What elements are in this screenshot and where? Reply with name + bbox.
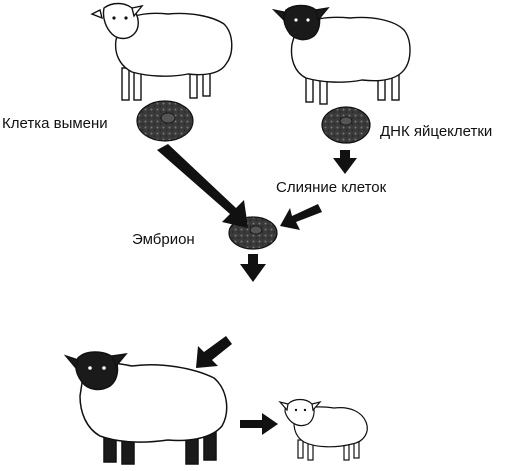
arrow-udder-to-embryo: [157, 144, 248, 228]
label-udder-cell: Клетка вымени: [2, 115, 108, 132]
sheep-body: [79, 362, 228, 443]
arrow-egg-down: [333, 150, 357, 174]
egg-cell-nucleus: [339, 116, 353, 126]
sheep-ear: [278, 400, 289, 412]
sheep-ear: [315, 6, 330, 22]
sheep-body: [114, 12, 233, 77]
embryo-cell-nucleus: [249, 225, 263, 235]
sheep-head: [102, 2, 139, 40]
sheep-ear: [90, 8, 104, 20]
sheep-body: [290, 16, 411, 83]
sheep-legs: [297, 437, 360, 461]
label-egg-dna: ДНК яйцеклетки: [380, 123, 493, 140]
sheep-ear: [110, 352, 128, 368]
surrogate-sheep: [63, 351, 228, 465]
arrow-embryo-down: [240, 254, 266, 282]
arrow-into-surrogate: [196, 336, 232, 368]
sheep-ear: [311, 400, 322, 412]
sheep-head: [75, 351, 119, 391]
sheep-head: [284, 398, 315, 427]
udder-cell-nucleus: [160, 112, 176, 124]
white-faced-sheep: [90, 2, 233, 101]
arrow-to-lamb: [240, 413, 278, 435]
black-faced-sheep: [271, 4, 411, 105]
label-cell-fusion: Слияние клеток: [276, 179, 387, 196]
sheep-head: [283, 4, 321, 41]
cloned-lamb: [278, 398, 368, 461]
sheep-ear: [271, 8, 285, 22]
sheep-ear: [131, 4, 144, 18]
label-embryo: Эмбрион: [132, 231, 195, 248]
sheep-ear: [63, 354, 79, 370]
arrow-fusion-to-embryo: [280, 204, 322, 230]
sheep-legs: [305, 71, 400, 105]
